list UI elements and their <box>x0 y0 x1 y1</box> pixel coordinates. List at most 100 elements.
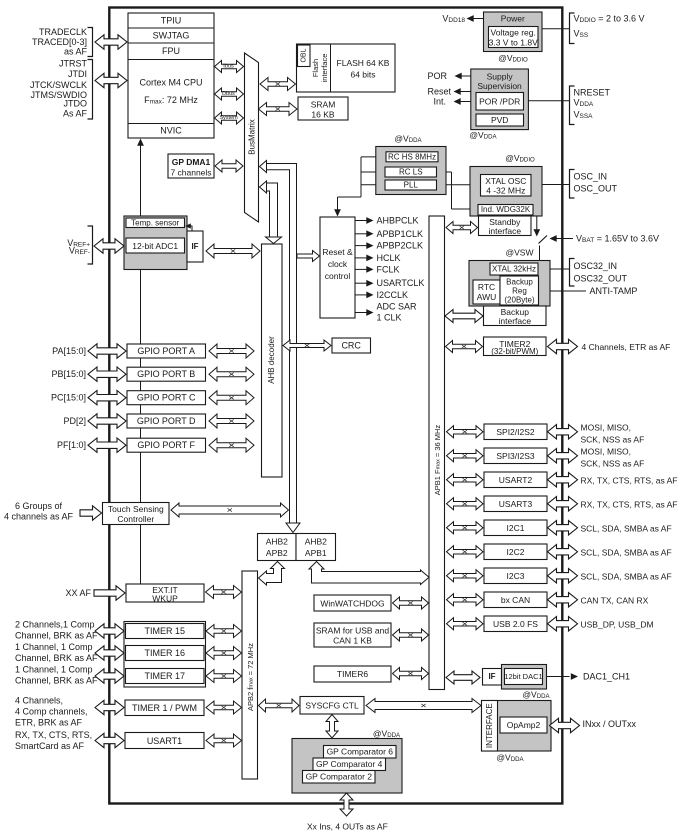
svg-text:VREF+: VREF+ <box>67 238 90 248</box>
svg-text:ADC SAR: ADC SAR <box>377 302 418 312</box>
svg-text:16 KB: 16 KB <box>311 110 334 120</box>
svg-text:PVD: PVD <box>491 115 508 125</box>
svg-text:SRAM: SRAM <box>311 100 336 110</box>
svg-text:APBP1CLK: APBP1CLK <box>377 229 424 239</box>
svg-text:AWU: AWU <box>477 292 497 302</box>
svg-text:@VSW: @VSW <box>506 248 534 258</box>
svg-text:TIMER 16: TIMER 16 <box>145 648 186 658</box>
svg-text:(32-bit/PWM): (32-bit/PWM) <box>491 347 538 356</box>
svg-text:RX, TX, CTS, RTS, as AF: RX, TX, CTS, RTS, as AF <box>581 499 678 509</box>
svg-text:Cortex M4 CPU: Cortex M4 CPU <box>139 78 202 88</box>
svg-text:@VDDA: @VDDA <box>394 134 422 144</box>
svg-text:USB_DP, USB_DM: USB_DP, USB_DM <box>581 619 654 629</box>
svg-text:APB1 Fmax = 36 MHz: APB1 Fmax = 36 MHz <box>432 425 441 496</box>
svg-text:APB2: APB2 <box>266 548 288 558</box>
svg-text:VSS: VSS <box>574 29 589 39</box>
svg-text:@VDDA: @VDDA <box>496 753 524 763</box>
svg-text:HCLK: HCLK <box>377 253 401 263</box>
svg-text:VSSA: VSSA <box>574 110 594 120</box>
svg-text:POR /PDR: POR /PDR <box>479 97 520 107</box>
svg-text:I2CCLK: I2CCLK <box>377 290 409 300</box>
svg-text:@VDDIO: @VDDIO <box>498 53 528 63</box>
svg-text:@VDDA: @VDDA <box>373 729 401 739</box>
svg-text:4 channels as AF: 4 channels as AF <box>4 512 74 522</box>
svg-text:FPU: FPU <box>162 46 180 56</box>
svg-text:Dbus: Dbus <box>222 91 235 97</box>
svg-text:TIMER6: TIMER6 <box>337 669 368 679</box>
svg-text:APB1: APB1 <box>305 548 327 558</box>
svg-text:INTERFACE: INTERFACE <box>485 703 494 748</box>
svg-text:BusMatrix: BusMatrix <box>247 119 256 155</box>
svg-text:FCLK: FCLK <box>377 264 400 274</box>
svg-text:12bit DAC1: 12bit DAC1 <box>504 672 542 681</box>
svg-text:Channel, BRK as AF: Channel, BRK as AF <box>15 653 98 663</box>
svg-text:Backup: Backup <box>501 307 530 317</box>
svg-text:Power: Power <box>501 14 525 24</box>
svg-text:Int.: Int. <box>433 97 446 107</box>
svg-text:SCL, SDA, SMBA as AF: SCL, SDA, SMBA as AF <box>581 571 672 581</box>
svg-text:TIMER 1 / PWM: TIMER 1 / PWM <box>132 703 197 713</box>
svg-text:VBAT = 1.65V to 3.6V: VBAT = 1.65V to 3.6V <box>576 234 659 244</box>
svg-text:Reg: Reg <box>512 287 527 296</box>
svg-text:AHB2: AHB2 <box>305 537 327 547</box>
svg-text:ETR, BRK as AF: ETR, BRK as AF <box>15 718 83 728</box>
svg-text:2 Channels,1 Comp: 2 Channels,1 Comp <box>15 620 95 630</box>
svg-text:NRESET: NRESET <box>574 88 611 98</box>
svg-text:TIMER 15: TIMER 15 <box>145 626 186 636</box>
svg-text:VDDA: VDDA <box>574 98 594 108</box>
svg-text:AHBPCLK: AHBPCLK <box>377 216 419 226</box>
svg-text:XTAL 32kHz: XTAL 32kHz <box>492 265 536 274</box>
svg-text:SCK, NSS as AF: SCK, NSS as AF <box>581 435 645 445</box>
svg-text:OSC32_IN: OSC32_IN <box>574 261 618 271</box>
svg-text:Backup: Backup <box>506 278 533 287</box>
svg-text:ANTI-TAMP: ANTI-TAMP <box>590 286 638 296</box>
svg-text:SWJTAG: SWJTAG <box>153 31 190 41</box>
svg-text:Touch Sensing: Touch Sensing <box>108 504 164 514</box>
svg-text:GP DMA1: GP DMA1 <box>172 157 211 167</box>
svg-text:OSC_OUT: OSC_OUT <box>574 184 618 194</box>
svg-text:CAN TX, CAN RX: CAN TX, CAN RX <box>581 595 649 605</box>
svg-text:bx CAN: bx CAN <box>501 595 530 605</box>
svg-text:MOSI, MISO,: MOSI, MISO, <box>581 423 632 433</box>
svg-text:TRADECLK: TRADECLK <box>39 27 87 37</box>
svg-text:Controller: Controller <box>117 514 154 524</box>
svg-text:GPIO PORT C: GPIO PORT C <box>137 393 196 403</box>
svg-text:Fmax: 72 MHz: Fmax: 72 MHz <box>144 95 198 105</box>
svg-text:@VDDA: @VDDA <box>469 130 497 140</box>
svg-text:GP Comparator 2: GP Comparator 2 <box>306 772 373 782</box>
svg-text:SCL, SDA, SMBA as AF: SCL, SDA, SMBA as AF <box>581 523 672 533</box>
svg-text:JTDO: JTDO <box>64 99 88 109</box>
svg-text:As AF: As AF <box>63 109 88 119</box>
svg-text:SPI2/I2S2: SPI2/I2S2 <box>496 427 535 437</box>
svg-text:OSC32_OUT: OSC32_OUT <box>574 274 628 284</box>
svg-text:Xx Ins, 4 OUTs as AF: Xx Ins, 4 OUTs as AF <box>307 822 388 832</box>
svg-text:GP Comparator 6: GP Comparator 6 <box>327 747 394 757</box>
svg-text:interface: interface <box>498 316 531 326</box>
svg-text:VDDIO = 2 to 3.6 V: VDDIO = 2 to 3.6 V <box>574 14 645 24</box>
svg-text:VDD18: VDD18 <box>442 14 465 24</box>
svg-text:TRACED[0-3]: TRACED[0-3] <box>32 37 87 47</box>
svg-text:RX, TX, CTS, RTS,: RX, TX, CTS, RTS, <box>15 730 92 740</box>
svg-text:Channel, BRK as AF: Channel, BRK as AF <box>15 676 98 686</box>
svg-text:@VDDA: @VDDA <box>522 690 550 700</box>
svg-text:FLASH 64 KB: FLASH 64 KB <box>337 58 390 68</box>
svg-text:4 Comp channels,: 4 Comp channels, <box>15 707 88 717</box>
svg-text:GPIO PORT D: GPIO PORT D <box>137 416 196 426</box>
svg-text:4 Channels,: 4 Channels, <box>15 696 63 706</box>
svg-text:OpAmp2: OpAmp2 <box>507 720 541 730</box>
svg-text:RC LS: RC LS <box>399 168 423 177</box>
svg-text:3.3 V to 1.8V: 3.3 V to 1.8V <box>489 38 538 48</box>
svg-text:Voltage reg.: Voltage reg. <box>491 28 536 38</box>
svg-text:4 Channels, ETR as AF: 4 Channels, ETR as AF <box>582 342 671 352</box>
svg-text:1 Channel, 1 Comp: 1 Channel, 1 Comp <box>15 642 93 652</box>
svg-text:MOSI, MISO,: MOSI, MISO, <box>581 447 632 457</box>
svg-text:I2C3: I2C3 <box>507 571 525 581</box>
svg-text:Ibus: Ibus <box>223 64 234 70</box>
svg-text:12-bit ADC1: 12-bit ADC1 <box>132 241 178 251</box>
svg-text:IF: IF <box>191 242 198 251</box>
svg-text:USARTCLK: USARTCLK <box>377 278 425 288</box>
svg-text:USART3: USART3 <box>499 499 533 509</box>
svg-text:Flash: Flash <box>311 59 320 77</box>
svg-text:APBP2CLK: APBP2CLK <box>377 241 424 251</box>
svg-text:PD[2]: PD[2] <box>63 416 86 426</box>
